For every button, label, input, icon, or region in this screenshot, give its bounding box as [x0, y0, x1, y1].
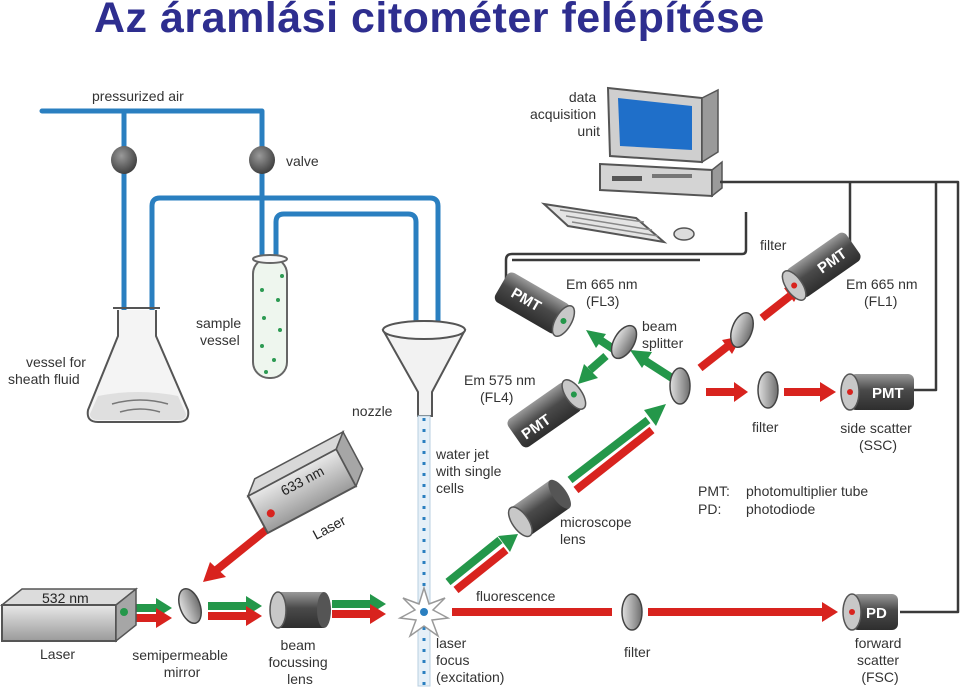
laser-532-label: Laser [40, 646, 75, 662]
sample-vessel-label: sample vessel [196, 315, 245, 348]
sheath-vessel-label: vessel for sheath fluid [8, 354, 90, 387]
nozzle-label: nozzle [352, 403, 393, 419]
side-scatter-label: side scatter (SSC) [840, 420, 915, 453]
pmt-fl3 [494, 272, 576, 338]
beam-633-red [211, 526, 269, 576]
fluorescence-label: fluorescence [476, 588, 556, 604]
fluid-tubes [39, 108, 441, 403]
signal-wires [504, 180, 960, 614]
sample-vessel-tube [252, 254, 288, 379]
legend-desc-pd: photodiode [746, 501, 816, 517]
nozzle [381, 320, 467, 417]
valve-right [249, 146, 275, 174]
pressurized-air-label: pressurized air [92, 88, 184, 104]
pmt-fl4 [507, 379, 587, 448]
em665-fl3-label: Em 665 nm (FL3) [566, 276, 641, 309]
em575-fl4-label: Em 575 nm (FL4) [464, 372, 539, 405]
microscope-lens [507, 479, 571, 538]
laser-633-box [246, 430, 364, 535]
air-line [39, 108, 265, 265]
laser-532-wavelength: 532 nm [42, 590, 89, 606]
sheath-line [149, 195, 441, 403]
pd-detector [842, 593, 898, 631]
valve-label: valve [286, 153, 319, 169]
filter-top-label: filter [760, 237, 787, 253]
laser-532-box [0, 587, 139, 643]
pd-label: PD [866, 605, 887, 622]
computer-icon [540, 86, 723, 244]
filter-fl3 [610, 324, 638, 360]
beam-splitter [669, 367, 691, 405]
pmt-ssc [840, 373, 914, 411]
legend-abbr-pmt: PMT: [698, 483, 730, 499]
sample-line [273, 211, 419, 359]
page-title: Az áramlási citométer felépítése [94, 0, 765, 42]
beam-focussing-lens [269, 591, 331, 629]
pmt-ssc-label: PMT [872, 385, 904, 402]
filter-forward [621, 593, 643, 631]
water-jet-label: water jet with single cells [435, 446, 505, 496]
filter-ssc [757, 371, 779, 409]
filter-fl1 [730, 311, 754, 349]
valve-left [111, 146, 137, 174]
microscope-lens-label: microscope lens [560, 514, 635, 547]
em665-fl1-label: Em 665 nm (FL1) [846, 276, 921, 309]
semipermeable-mirror [178, 587, 202, 625]
filter-ssc-label: filter [752, 419, 779, 435]
sheath-fluid-vessel [86, 307, 190, 423]
laser-focus-label: laser focus (excitation) [436, 635, 504, 685]
legend-abbr-pd: PD: [698, 501, 721, 517]
pmt-fl1 [781, 232, 861, 301]
legend-desc-pmt: photomultiplier tube [746, 483, 868, 499]
data-acquisition-label: data acquisition unit [530, 89, 600, 139]
legend: PMT: photomultiplier tube PD: photodiode [698, 483, 868, 517]
beam-splitter-label: beam splitter [642, 318, 684, 351]
beam-focussing-lens-label: beam focussing lens [268, 637, 331, 687]
water-jet [417, 415, 431, 687]
forward-scatter-label: forward scatter (FSC) [855, 635, 906, 685]
laser-633-label: Laser [310, 512, 349, 543]
filter-forward-label: filter [624, 644, 651, 660]
laser-focus-star [397, 585, 451, 639]
semipermeable-mirror-label: semipermeable mirror [132, 647, 232, 680]
